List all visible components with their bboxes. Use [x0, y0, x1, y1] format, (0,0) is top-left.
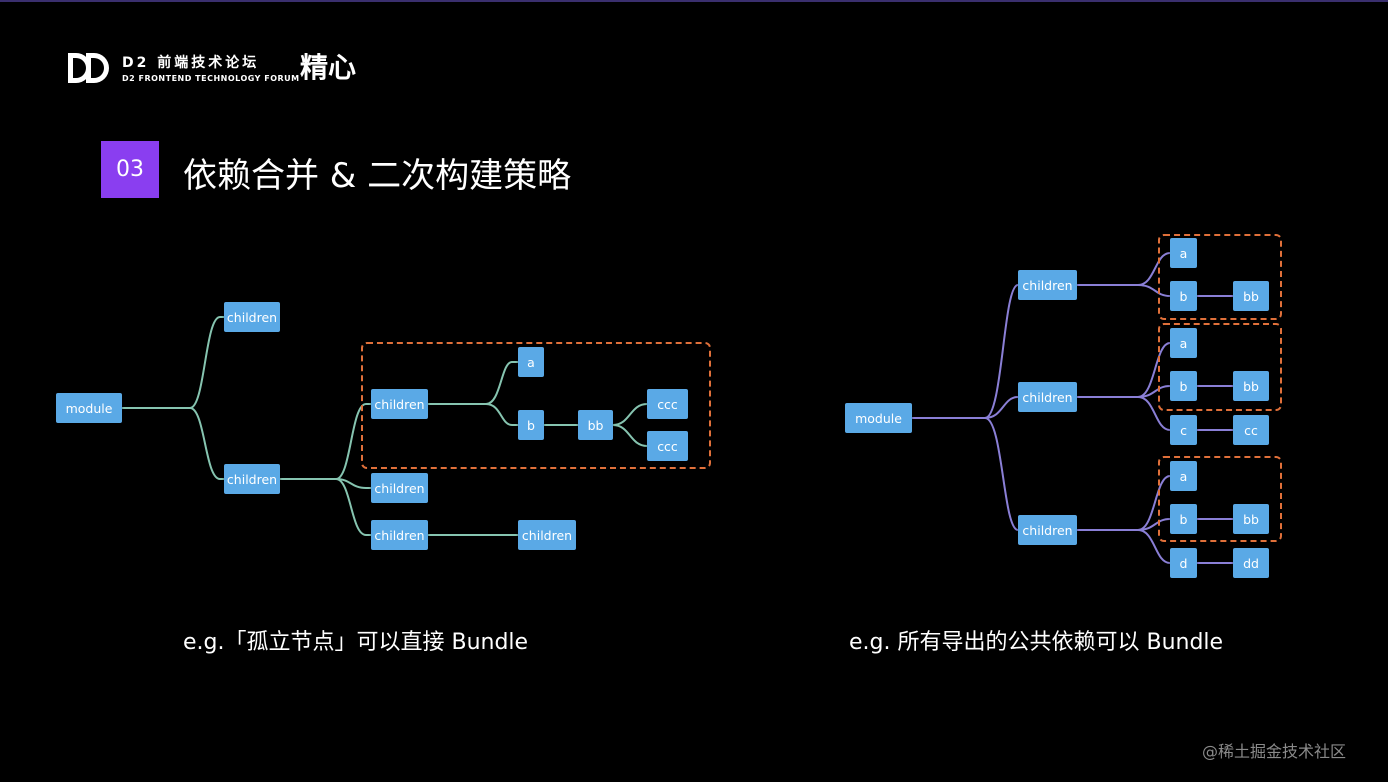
right-merge-group-2: [1158, 323, 1282, 411]
right-diagram-links: [912, 252, 1233, 564]
right-leaf-node: b: [1170, 504, 1197, 534]
left-leaf-node: ccc: [647, 431, 688, 461]
right-branch-node: children: [1018, 270, 1077, 300]
right-leaf-node: b: [1170, 371, 1197, 401]
right-leaf-node: bb: [1233, 371, 1269, 401]
top-border-line: [0, 0, 1388, 2]
right-leaf-node: dd: [1233, 548, 1269, 578]
right-leaf-node: a: [1170, 461, 1197, 491]
left-root-node: module: [56, 393, 122, 423]
right-merge-group-3: [1158, 456, 1282, 542]
right-root-node: module: [845, 403, 912, 433]
logo-chinese-text: D2 前端技术论坛: [122, 55, 260, 71]
right-leaf-node: bb: [1233, 281, 1269, 311]
right-leaf-node: a: [1170, 238, 1197, 268]
right-branch-node: children: [1018, 382, 1077, 412]
left-leaf-node: bb: [578, 410, 613, 440]
watermark-text: @稀土掘金技术社区: [1202, 742, 1347, 761]
brand-text: 精心: [300, 51, 357, 84]
left-children-node: children: [518, 520, 576, 550]
left-branch-node: children: [224, 302, 280, 332]
right-leaf-node: a: [1170, 328, 1197, 358]
left-isolated-children-node: children: [371, 473, 428, 503]
right-merge-group-1: [1158, 234, 1282, 320]
d2-logo-icon: [68, 53, 109, 83]
right-leaf-node: d: [1170, 548, 1197, 578]
right-leaf-node: c: [1170, 415, 1197, 445]
right-caption: e.g. 所有导出的公共依赖可以 Bundle: [849, 630, 1224, 655]
right-branch-node: children: [1018, 515, 1077, 545]
right-leaf-node: cc: [1233, 415, 1269, 445]
section-title: 依赖合并 & 二次构建策略: [183, 156, 572, 196]
left-caption: e.g.「孤立节点」可以直接 Bundle: [183, 630, 529, 655]
left-diagram-links: [122, 316, 648, 536]
left-grouped-children-node: children: [371, 389, 428, 419]
section-number-badge: 03: [101, 141, 159, 198]
left-branch-node: children: [224, 464, 280, 494]
left-leaf-node: ccc: [647, 389, 688, 419]
left-leaf-node: a: [518, 347, 544, 377]
left-merge-group: [361, 342, 711, 469]
right-leaf-node: b: [1170, 281, 1197, 311]
right-leaf-node: bb: [1233, 504, 1269, 534]
left-leaf-node: b: [518, 410, 544, 440]
left-children-node: children: [371, 520, 428, 550]
logo-english-text: D2 FRONTEND TECHNOLOGY FORUM: [122, 74, 300, 83]
